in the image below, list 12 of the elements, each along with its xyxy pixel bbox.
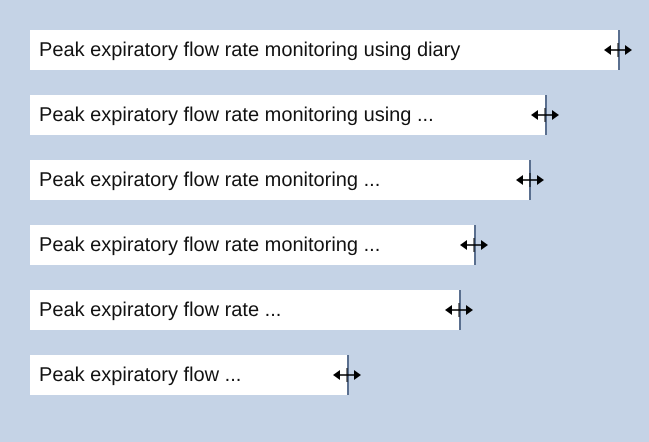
text-bar (30, 225, 476, 265)
bar-text: Peak expiratory flow rate monitoring ... (39, 234, 380, 257)
text-bar (30, 160, 531, 200)
bar-text: Peak expiratory flow rate monitoring using diary (39, 39, 460, 62)
text-bar (30, 95, 547, 135)
bar-text: Peak expiratory flow ... (39, 364, 242, 387)
bar-text: Peak expiratory flow rate monitoring ... (39, 169, 380, 192)
text-bar (30, 30, 620, 70)
bar-text: Peak expiratory flow rate monitoring using ... (39, 104, 434, 127)
text-bar (30, 355, 349, 395)
text-bar (30, 290, 461, 330)
bar-text: Peak expiratory flow rate ... (39, 299, 282, 322)
